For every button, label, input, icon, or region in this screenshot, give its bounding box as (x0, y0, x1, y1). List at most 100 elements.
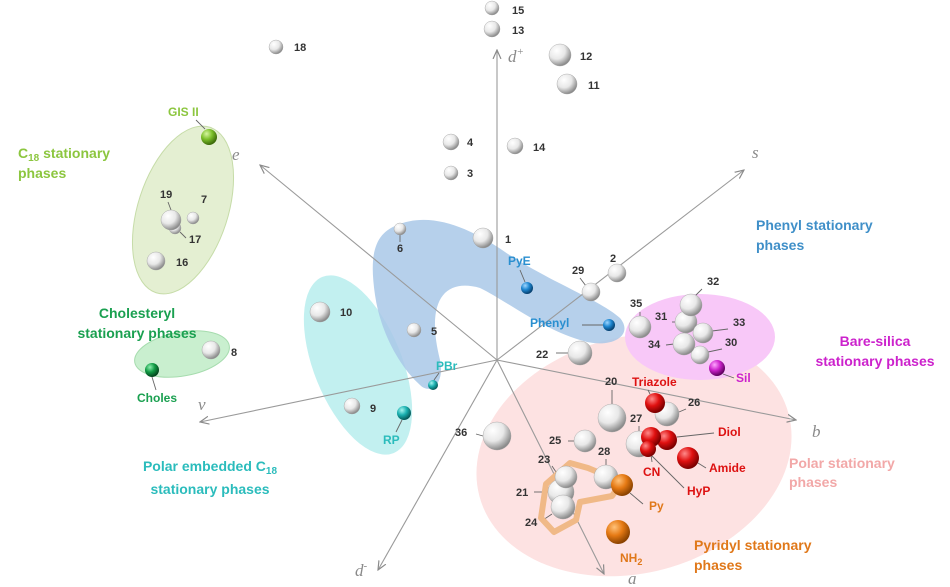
leader-line-29 (579, 277, 587, 287)
point-label-23: 23 (538, 454, 550, 466)
sphere-sil (709, 360, 725, 376)
axis-a (496, 359, 604, 574)
labels: 1234567891011121314151617181920212223242… (137, 5, 751, 567)
point-label-33: 33 (733, 317, 745, 329)
leader-line-choles (151, 376, 157, 391)
sphere-pbr (428, 380, 438, 390)
sphere-24 (550, 494, 576, 520)
sphere-rp (397, 406, 411, 420)
point-label-5: 5 (431, 326, 437, 338)
point-label-21: 21 (516, 487, 528, 499)
point-label-31: 31 (655, 311, 667, 323)
sphere-9 (343, 397, 361, 415)
phase-label-hyp: HyP (687, 484, 710, 498)
leader-line-diol (676, 432, 715, 438)
sphere-22 (567, 340, 593, 366)
leader-line-36 (475, 433, 484, 437)
sphere-18 (268, 39, 284, 55)
sphere-11 (556, 73, 578, 95)
axis-label-b: b (812, 422, 821, 441)
point-label-24: 24 (525, 517, 538, 529)
point-label-29: 29 (572, 265, 584, 277)
point-label-26: 26 (688, 397, 700, 409)
sphere-gis2 (201, 129, 217, 145)
phase-label-rp: RP (383, 433, 400, 447)
sphere-amide (677, 447, 699, 469)
leader-line-amide (697, 462, 707, 469)
sphere-py (611, 474, 633, 496)
sphere-30 (690, 345, 710, 365)
leader-line-pye (519, 269, 526, 283)
leader-line-19 (167, 201, 172, 211)
point-label-9: 9 (370, 403, 376, 415)
point-label-27: 27 (630, 413, 642, 425)
point-label-14: 14 (533, 142, 546, 154)
sphere-phenyl (603, 319, 615, 331)
point-label-4: 4 (467, 137, 474, 149)
leader-line-17 (179, 231, 187, 239)
phase-label-choles: Choles (137, 391, 177, 405)
sphere-2 (607, 263, 627, 283)
leader-line-hyp (651, 455, 685, 489)
sphere-25 (573, 429, 597, 453)
leader-line-gis2 (195, 119, 206, 130)
point-label-20: 20 (605, 376, 617, 388)
cholesteryl-region (134, 330, 230, 378)
sphere-35 (628, 315, 652, 339)
leader-line-rp (395, 419, 403, 433)
point-label-8: 8 (231, 347, 237, 359)
phase-label-amide: Amide (709, 461, 746, 475)
sphere-13 (483, 20, 501, 38)
point-label-16: 16 (176, 257, 188, 269)
point-label-2: 2 (610, 253, 616, 265)
sphere-10 (309, 301, 331, 323)
c18-region (131, 125, 235, 295)
sphere-hyp (640, 441, 656, 457)
point-label-6: 6 (397, 243, 403, 255)
polar-embedded-region (303, 275, 413, 455)
phase-label-pye: PyE (508, 254, 531, 268)
point-label-7: 7 (201, 194, 207, 206)
axis-e (260, 165, 498, 361)
leader-line-26 (678, 408, 687, 413)
sphere-7 (186, 211, 200, 225)
sphere-33 (692, 322, 714, 344)
leader-line-30 (707, 348, 723, 353)
point-label-28: 28 (598, 446, 610, 458)
phase-label-triazole: Triazole (632, 375, 677, 389)
phenyl-region (372, 219, 625, 389)
axis-d-minus (378, 359, 498, 570)
axis-v (200, 359, 498, 422)
sphere-5 (406, 322, 422, 338)
axis-label-a: a (628, 569, 637, 587)
leader-line-pbr (433, 372, 440, 381)
sphere-15 (484, 0, 500, 16)
pyridyl-outline (538, 460, 625, 535)
phase-label-phenyl: Phenyl (530, 316, 569, 330)
sphere-12 (548, 43, 572, 67)
sphere-nh2 (606, 520, 630, 544)
point-label-10: 10 (340, 307, 352, 319)
axis-label-e: e (232, 145, 240, 164)
phase-label-gis2: GIS II (168, 105, 199, 119)
point-label-1: 1 (505, 234, 511, 246)
point-label-22: 22 (536, 349, 548, 361)
sphere-20 (597, 403, 627, 433)
axis-label-v: v (198, 395, 206, 414)
sphere-16 (146, 251, 166, 271)
phase-label-pbr: PBr (436, 359, 458, 373)
phase-label-sil: Sil (736, 371, 751, 385)
sphere-6 (393, 222, 407, 236)
point-label-13: 13 (512, 25, 524, 37)
sphere-3 (443, 165, 459, 181)
leader-line-23 (551, 465, 557, 473)
leader-line-33 (711, 328, 729, 332)
axis-label-d-plus: d+ (508, 46, 524, 66)
